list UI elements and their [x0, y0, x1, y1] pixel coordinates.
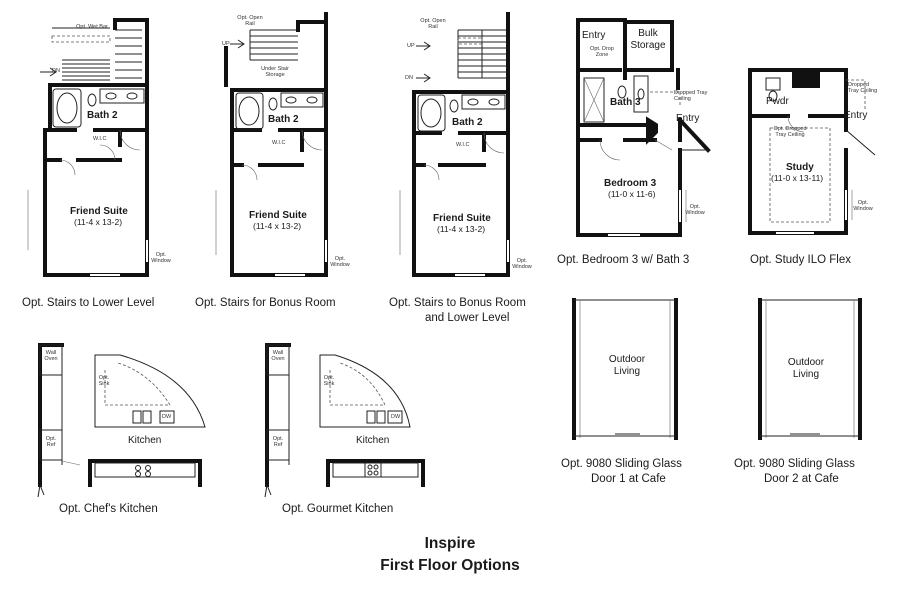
plan-caption-line-1: Opt. Stairs to Bonus Room [389, 297, 526, 309]
dishwasher-label: DW [391, 414, 401, 420]
floor-plan-drawing [572, 298, 678, 440]
kitchen-label: Kitchen [356, 435, 390, 446]
entry-top-label: Entry [582, 30, 606, 41]
wic-label: W.I.C [93, 136, 107, 142]
bedroom-3-dimensions: (11-0 x 11-6) [608, 189, 656, 199]
study-label: Study [786, 162, 814, 173]
plan-caption-line-2: Door 2 at Cafe [764, 473, 839, 485]
page-title: Inspire [424, 535, 476, 552]
friend-suite-label: Friend Suite [70, 206, 128, 217]
stair-up-label: UP [222, 41, 230, 47]
wic-label: W.I.C [456, 142, 470, 148]
plan-chefs-kitchen: Wall Oven Opt. Sink DW Opt. Ref Kitchen … [0, 335, 230, 525]
outdoor-living-label: Outdoor Living [787, 357, 825, 380]
window-label: Opt. Window [330, 256, 350, 269]
floor-plan-drawing [399, 12, 510, 277]
open-rail-label: Opt. Open Rail [420, 18, 446, 31]
floor-plan-drawing [264, 343, 425, 498]
entry-label: Entry [676, 113, 700, 124]
plan-stairs-to-bonus-and-lower: Opt. Open Rail UP DN Bath 2 W.I.C Friend… [380, 0, 560, 330]
dishwasher-label: DW [162, 414, 172, 420]
page-subtitle: First Floor Options [380, 557, 520, 574]
plan-stairs-for-bonus-room: Opt. Open Rail UP Under Stair Storage Ba… [180, 0, 380, 309]
wall-oven-label: Wall Oven [44, 350, 58, 363]
dropped-tray-ceiling-label: Dropped Tray Ceiling [848, 82, 878, 95]
bath-2-label: Bath 2 [452, 117, 483, 128]
window-label: Opt. Window [151, 252, 171, 265]
window-label: Opt. Window [512, 258, 532, 271]
plan-caption: Opt. Study ILO Flex [750, 254, 851, 266]
open-rail-label: Opt. Open Rail [237, 15, 263, 28]
powder-room-label: Pwdr [766, 96, 789, 107]
floor-plan-drawing [748, 68, 876, 235]
plan-caption: Opt. Stairs to Lower Level [22, 297, 155, 309]
optional-sink-label: Opt. Sink [323, 375, 335, 388]
stair-dn-label: DN [405, 75, 413, 81]
window-label: Opt. Window [853, 200, 873, 213]
bulk-storage-label: Bulk Storage [630, 28, 666, 51]
drop-zone-label: Opt. Drop Zone [590, 46, 614, 59]
window-label: Opt. Window [685, 204, 705, 217]
plan-gourmet-kitchen: Wall Oven Opt. Sink DW Opt. Ref Kitchen … [225, 335, 455, 525]
wet-bar-label: Opt. Wet Bar [76, 24, 108, 30]
plan-caption-line-1: Opt. 9080 Sliding Glass [734, 458, 855, 470]
plan-caption: Opt. Bedroom 3 w/ Bath 3 [557, 254, 690, 266]
stair-up-label: UP [407, 43, 415, 49]
floor-plan-drawing [215, 12, 328, 277]
plan-caption: Opt. Stairs for Bonus Room [195, 297, 336, 309]
plan-sliding-door-2: Outdoor Living Opt. 9080 Sliding Glass D… [730, 290, 900, 490]
friend-suite-label: Friend Suite [433, 213, 491, 224]
bath-3-label: Bath 3 [610, 97, 641, 108]
plan-bedroom-3-with-bath-3: Entry Opt. Drop Zone Bulk Storage Bath 3… [557, 0, 730, 275]
optional-sink-label: Opt. Sink [98, 375, 110, 388]
plan-study-ilo-flex: Pwdr Dropped Tray Ceiling Entry Opt. Dro… [730, 0, 900, 275]
dropped-tray-ceiling-label: Dropped Tray Ceiling [674, 90, 708, 103]
floor-plan-drawing [27, 18, 149, 277]
floor-plan-drawing [576, 18, 711, 237]
friend-suite-dimensions: (11-4 x 13-2) [74, 217, 123, 227]
outdoor-living-label: Outdoor Living [608, 354, 646, 377]
wall-oven-label: Wall Oven [271, 350, 285, 363]
optional-ref-label: Opt. Ref [45, 436, 57, 449]
kitchen-label: Kitchen [128, 435, 162, 446]
plan-caption-line-1: Opt. 9080 Sliding Glass [561, 458, 682, 470]
study-dimensions: (11-0 x 13-11) [771, 173, 824, 183]
plan-caption-line-2: and Lower Level [425, 312, 510, 324]
bath-2-label: Bath 2 [268, 114, 299, 125]
entry-label: Entry [844, 110, 868, 121]
bedroom-3-label: Bedroom 3 [604, 178, 657, 189]
friend-suite-label: Friend Suite [249, 210, 307, 221]
plan-caption: Opt. Chef's Kitchen [59, 503, 158, 515]
optional-ref-label: Opt. Ref [272, 436, 284, 449]
plan-sliding-door-1: Outdoor Living Opt. 9080 Sliding Glass D… [560, 290, 735, 490]
floor-plan-drawing [758, 298, 862, 440]
plan-caption-line-2: Door 1 at Cafe [591, 473, 666, 485]
plan-stairs-to-lower-level: Opt. Wet Bar DN Bath 2 W.I.C Friend Suit… [0, 0, 180, 309]
wic-label: W.I.C [272, 140, 286, 146]
floor-plan-drawing [37, 343, 206, 498]
friend-suite-dimensions: (11-4 x 13-2) [253, 221, 302, 231]
bath-2-label: Bath 2 [87, 110, 118, 121]
under-stair-storage-label: Under Stair Storage [261, 66, 289, 79]
stair-dn-label: DN [52, 68, 60, 74]
plan-caption: Opt. Gourmet Kitchen [282, 503, 394, 515]
optional-ceiling-label: Opt. Dropped Tray Ceiling [773, 126, 807, 139]
friend-suite-dimensions: (11-4 x 13-2) [437, 224, 486, 234]
